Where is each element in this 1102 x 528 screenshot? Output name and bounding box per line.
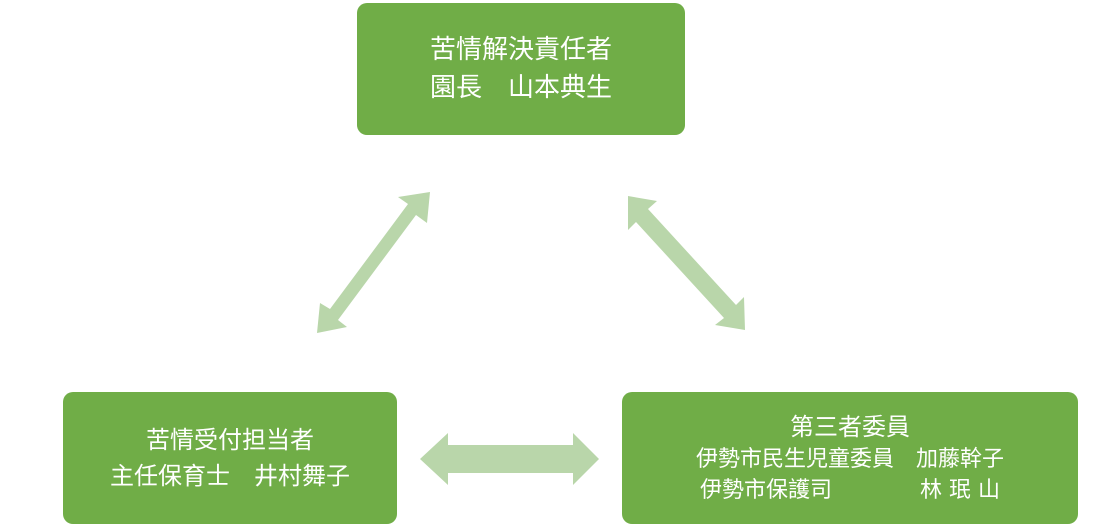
complaint-resolution-officer-box: 苦情解決責任者 園長 山本典生 — [357, 3, 685, 135]
double-arrow-top-left — [317, 192, 430, 333]
double-arrow-left-right — [420, 433, 599, 485]
double-arrow-top-right — [628, 196, 745, 330]
box-left-title: 苦情受付担当者 — [146, 426, 314, 454]
box-top-title: 苦情解決責任者 — [429, 35, 612, 65]
box-right-member-2: 伊勢市保護司 林 珉 山 — [700, 478, 1000, 503]
box-top-name: 園長 山本典生 — [429, 73, 612, 103]
complaint-reception-officer-box: 苦情受付担当者 主任保育士 井村舞子 — [63, 392, 397, 524]
box-right-member-1: 伊勢市民生児童委員 加藤幹子 — [695, 447, 1004, 472]
third-party-committee-box: 第三者委員 伊勢市民生児童委員 加藤幹子 伊勢市保護司 林 珉 山 — [622, 392, 1078, 524]
box-right-title: 第三者委員 — [790, 413, 910, 441]
box-left-name: 主任保育士 井村舞子 — [110, 462, 350, 490]
